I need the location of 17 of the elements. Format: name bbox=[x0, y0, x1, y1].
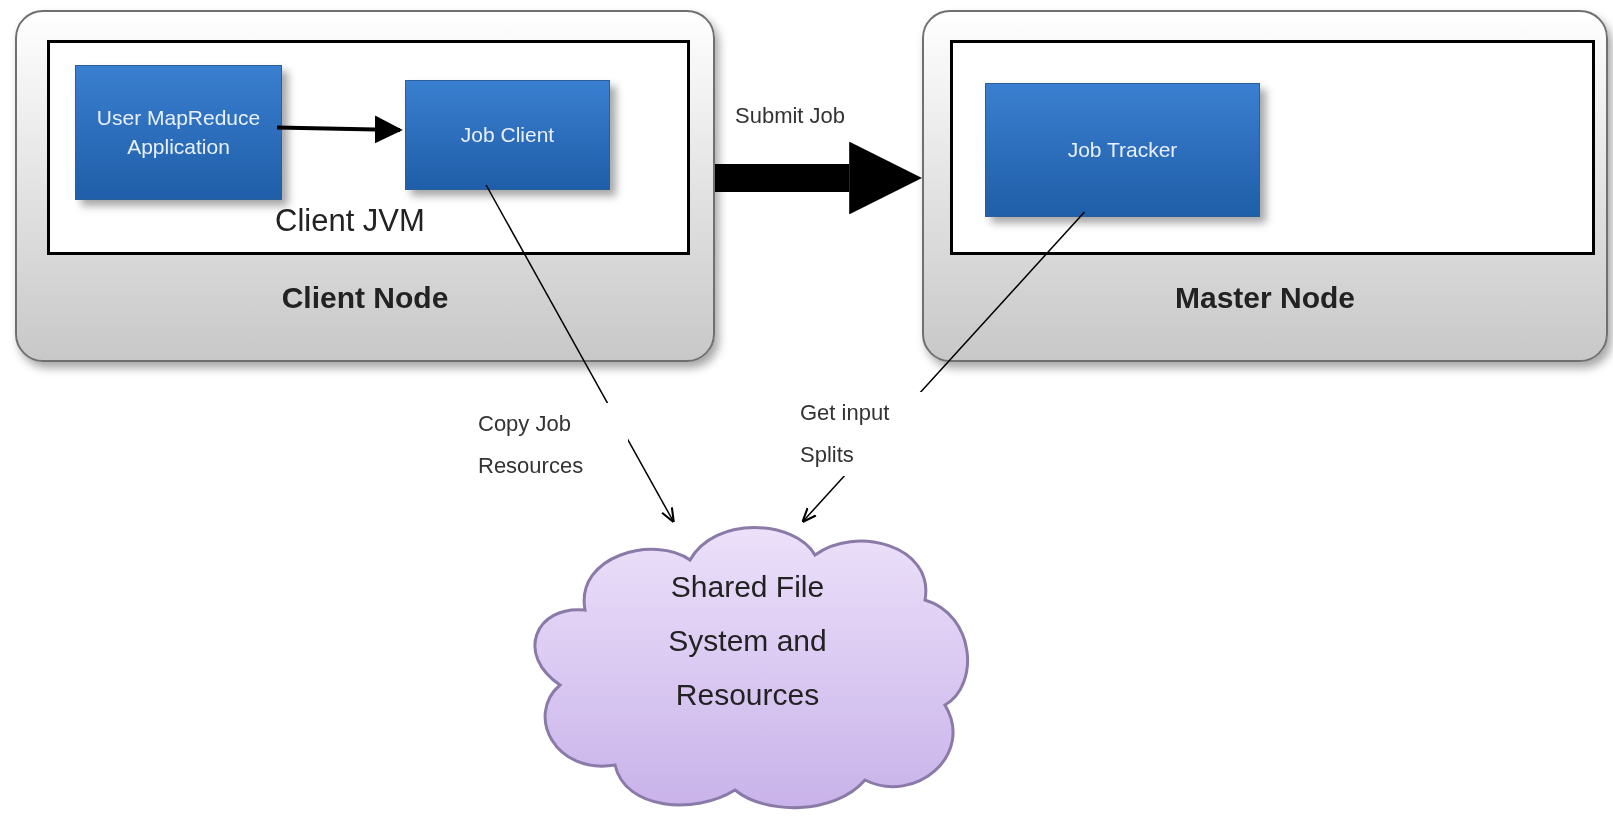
node-panel bbox=[922, 10, 1608, 362]
process-box bbox=[985, 83, 1260, 217]
thick-arrow bbox=[276, 115, 403, 144]
node-panel bbox=[15, 10, 715, 362]
cloud-label: Shared File System and Resources bbox=[667, 569, 828, 713]
box-label: Job Client bbox=[460, 121, 555, 148]
process-box bbox=[405, 80, 610, 190]
box bbox=[950, 40, 1595, 255]
container-label: Client JVM bbox=[275, 202, 425, 240]
arrow bbox=[485, 184, 675, 524]
thick-arrow bbox=[715, 141, 922, 215]
process-box bbox=[75, 65, 282, 200]
box-label: Job Tracker bbox=[1067, 136, 1178, 163]
box-label: User MapReduce Application bbox=[95, 105, 262, 160]
node-title: Client Node bbox=[280, 280, 450, 316]
node-title: Master Node bbox=[1173, 280, 1356, 316]
container-box bbox=[47, 40, 690, 255]
